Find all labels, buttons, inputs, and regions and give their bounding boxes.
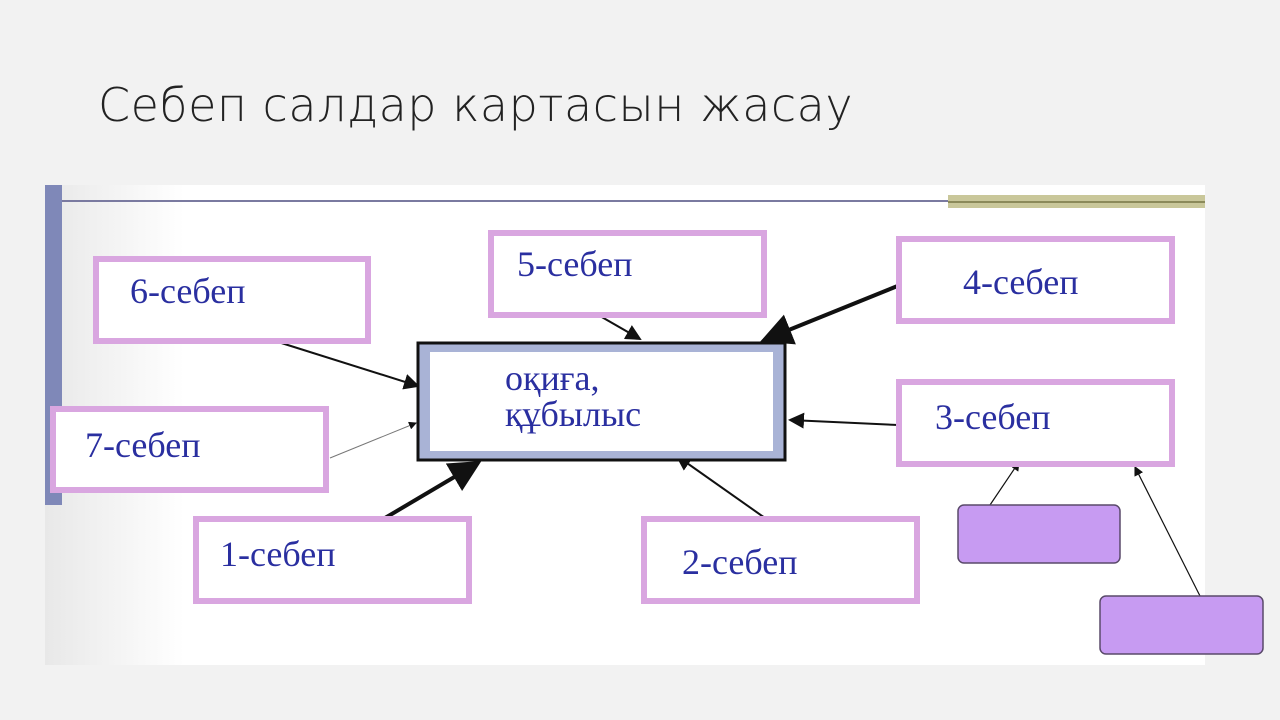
cause-box-4: 4-себеп (896, 236, 1175, 324)
arrow-sub-3a (989, 461, 1020, 506)
arrow-3 (788, 412, 899, 429)
cause-box-7: 7-себеп (50, 406, 329, 493)
center-event-box: оқиға, құбылыс (416, 341, 787, 462)
arrow-5 (599, 315, 642, 340)
svg-text:1-себеп: 1-себеп (220, 534, 335, 574)
arrow-4 (760, 283, 901, 345)
svg-text:3-себеп: 3-себеп (935, 397, 1050, 437)
svg-text:2-себеп: 2-себеп (682, 542, 797, 582)
cause-box-6: 6-себеп (93, 256, 371, 344)
center-label-line2: құбылыс (505, 394, 641, 434)
arrow-7 (329, 421, 417, 459)
center-label-line1: оқиға, (505, 358, 600, 398)
svg-text:4-себеп: 4-себеп (963, 262, 1078, 302)
cause-box-1: 1-себеп (193, 516, 472, 604)
arrow-6 (274, 340, 420, 390)
arrow-1 (383, 460, 482, 520)
sub-cause-box-a (957, 504, 1121, 564)
svg-text:7-себеп: 7-себеп (85, 425, 200, 465)
cause-box-5: 5-себеп (488, 230, 767, 318)
arrow-2 (675, 454, 766, 519)
slide-title: Себеп салдар картасын жасау (98, 78, 854, 132)
cause-box-3: 3-себеп (896, 379, 1175, 467)
sub-cause-box-b (1099, 595, 1264, 655)
cause-box-2: 2-себеп (641, 516, 920, 604)
svg-text:5-себеп: 5-себеп (517, 244, 632, 284)
svg-text:6-себеп: 6-себеп (130, 271, 245, 311)
arrow-sub-3b (1134, 465, 1201, 597)
